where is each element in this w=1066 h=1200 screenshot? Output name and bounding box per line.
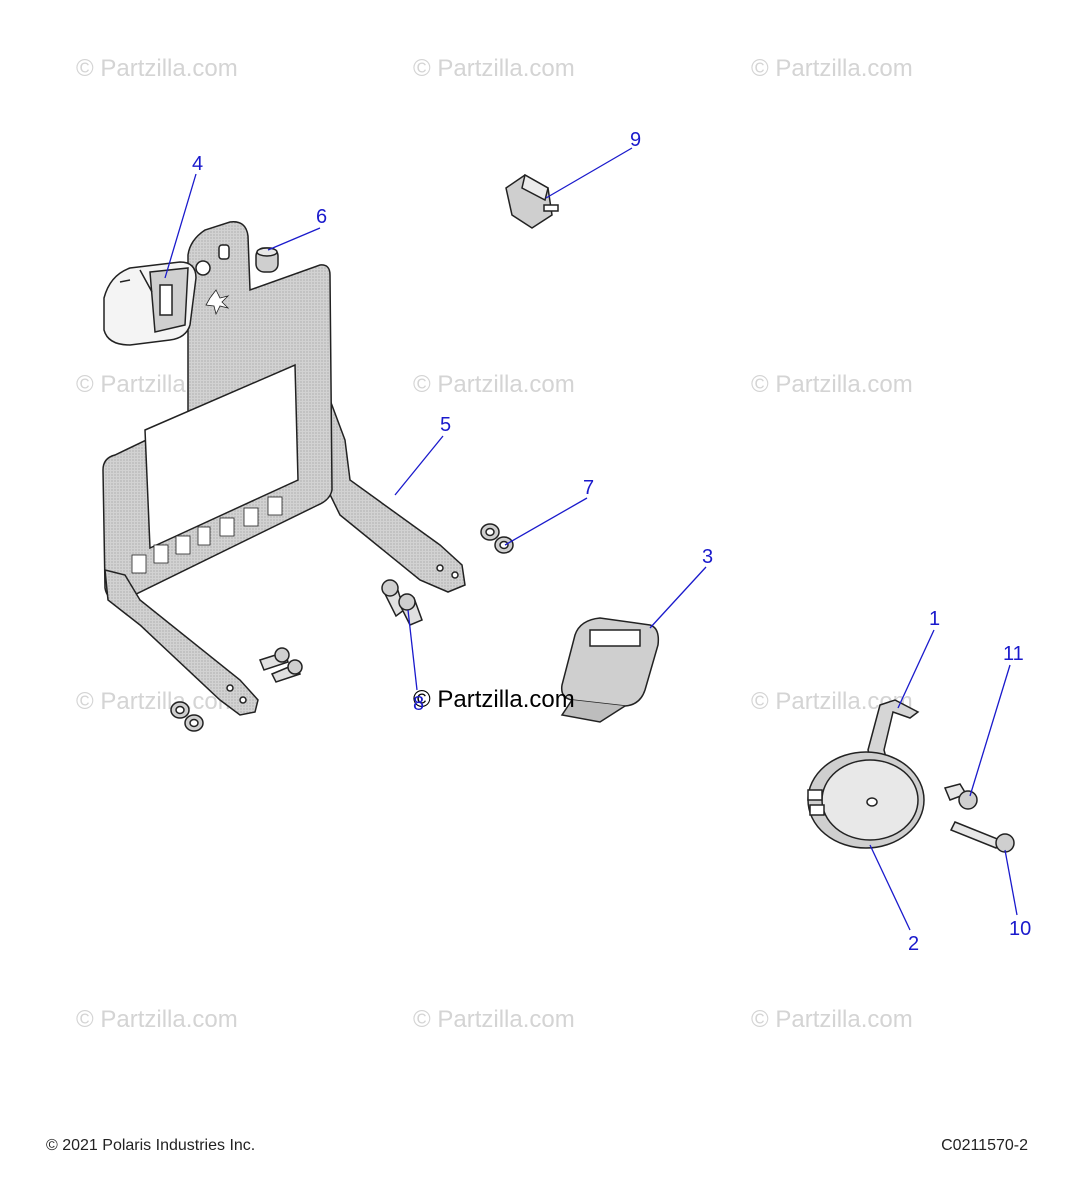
center-watermark: © Partzilla.com — [413, 686, 575, 713]
callout-6: 6 — [316, 206, 328, 228]
callout-3: 3 — [702, 546, 714, 568]
watermark: © Partzilla.com — [751, 371, 913, 398]
copyright-text: © 2021 Polaris Industries Inc. — [46, 1137, 256, 1154]
watermark: © Partzilla.com — [751, 55, 913, 82]
watermark: © Partzilla.com — [413, 55, 575, 82]
watermark: © Partzilla.com — [76, 688, 238, 715]
callout-1: 1 — [929, 608, 941, 630]
watermark: © Partzilla.com — [76, 55, 238, 82]
callout-11: 11 — [1003, 643, 1024, 665]
switch — [505, 173, 559, 229]
license-light-housing — [103, 261, 197, 346]
watermark: © Partzilla.com — [751, 1006, 913, 1033]
callout-5: 5 — [440, 414, 452, 436]
grommet — [255, 247, 279, 273]
callout-9: 9 — [630, 129, 642, 151]
callout-8: 8 — [413, 693, 425, 715]
watermark: © Partzilla.com — [413, 371, 575, 398]
horn-assembly — [807, 699, 925, 849]
callout-4: 4 — [192, 153, 204, 175]
callout-7: 7 — [583, 477, 595, 499]
diagram-code: C0211570-2 — [941, 1137, 1028, 1154]
watermark: © Partzilla.com — [76, 1006, 238, 1033]
watermark: © Partzilla.com — [413, 1006, 575, 1033]
callout-2: 2 — [908, 933, 920, 955]
nuts — [170, 523, 514, 732]
module — [560, 617, 660, 723]
license-plate-bracket — [102, 221, 466, 716]
leader-lines — [164, 147, 1018, 931]
callout-10: 10 — [1009, 918, 1032, 940]
bolts — [943, 783, 1015, 853]
screws — [259, 579, 423, 683]
